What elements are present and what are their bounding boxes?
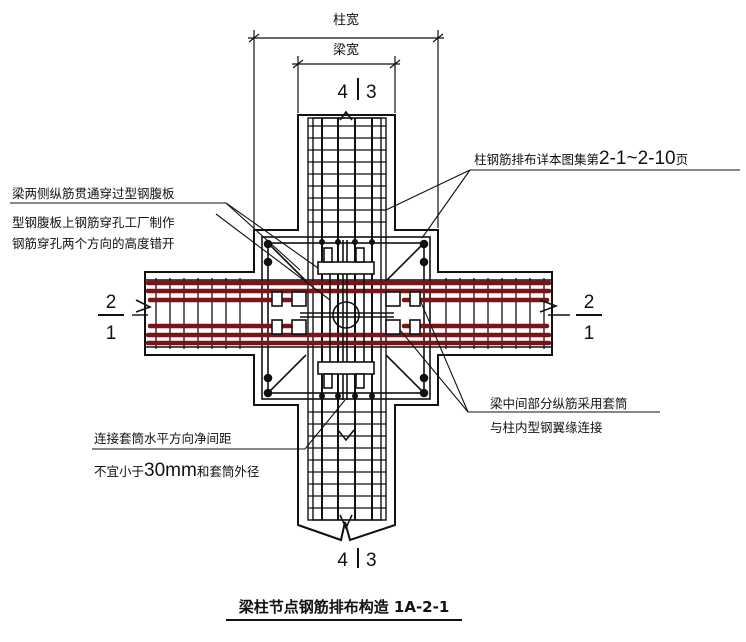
column-stirrups	[307, 117, 387, 521]
break-marks	[135, 110, 559, 530]
column-bar-dots	[319, 239, 375, 399]
section-right-top: 2	[584, 292, 595, 313]
section-right-bottom: 1	[584, 323, 595, 344]
section-top-right: 3	[366, 82, 377, 103]
note-bottom-left-line2: 不宜小于30mm和套筒外径	[94, 460, 259, 481]
note-bottom-left-c: 和套筒外径	[197, 464, 260, 479]
steel-profile	[271, 240, 421, 400]
note-bottom-right-line2: 与柱内型钢翼缘连接	[490, 420, 603, 435]
note-top-right-ref: 2-1~2-10	[599, 148, 676, 169]
section-mark-lines	[98, 78, 602, 568]
concrete-outline	[144, 114, 553, 542]
drawing-title: 梁柱节点钢筋排布构造 1A-2-1	[238, 598, 450, 616]
note-top-left-line1: 梁两侧纵筋贯通穿过型钢腹板	[12, 186, 175, 201]
section-bottom-left: 4	[337, 550, 348, 571]
beam-width-label: 梁宽	[333, 42, 359, 58]
column-width-label: 柱宽	[333, 12, 359, 28]
leader-lines	[10, 169, 740, 450]
note-top-left-line3: 钢筋穿孔两个方向的高度错开	[12, 236, 175, 251]
note-top-right-suffix: 页	[676, 152, 689, 167]
section-bottom-right: 3	[366, 550, 377, 571]
section-top-left: 4	[337, 82, 348, 103]
note-top-left-line2: 型钢腹板上钢筋穿孔工厂制作	[12, 215, 175, 230]
note-bottom-left-b: 30mm	[144, 460, 197, 481]
note-top-right: 柱钢筋排布详本图集第2-1~2-10页	[474, 148, 688, 169]
note-top-right-prefix: 柱钢筋排布详本图集第	[474, 152, 599, 167]
column-vertical-bars	[321, 118, 373, 520]
beam-bar-outline	[145, 279, 552, 348]
section-left-bottom: 1	[106, 323, 117, 344]
joint-core	[261, 236, 431, 400]
section-left-top: 2	[106, 292, 117, 313]
note-bottom-left-line1: 连接套筒水平方向净间距	[94, 431, 232, 446]
note-bottom-right-line1: 梁中间部分纵筋采用套筒	[490, 396, 628, 411]
note-bottom-left-a: 不宜小于	[94, 464, 144, 479]
dimension-lines	[248, 30, 444, 228]
beam-longitudinal-rebars	[145, 280, 552, 346]
